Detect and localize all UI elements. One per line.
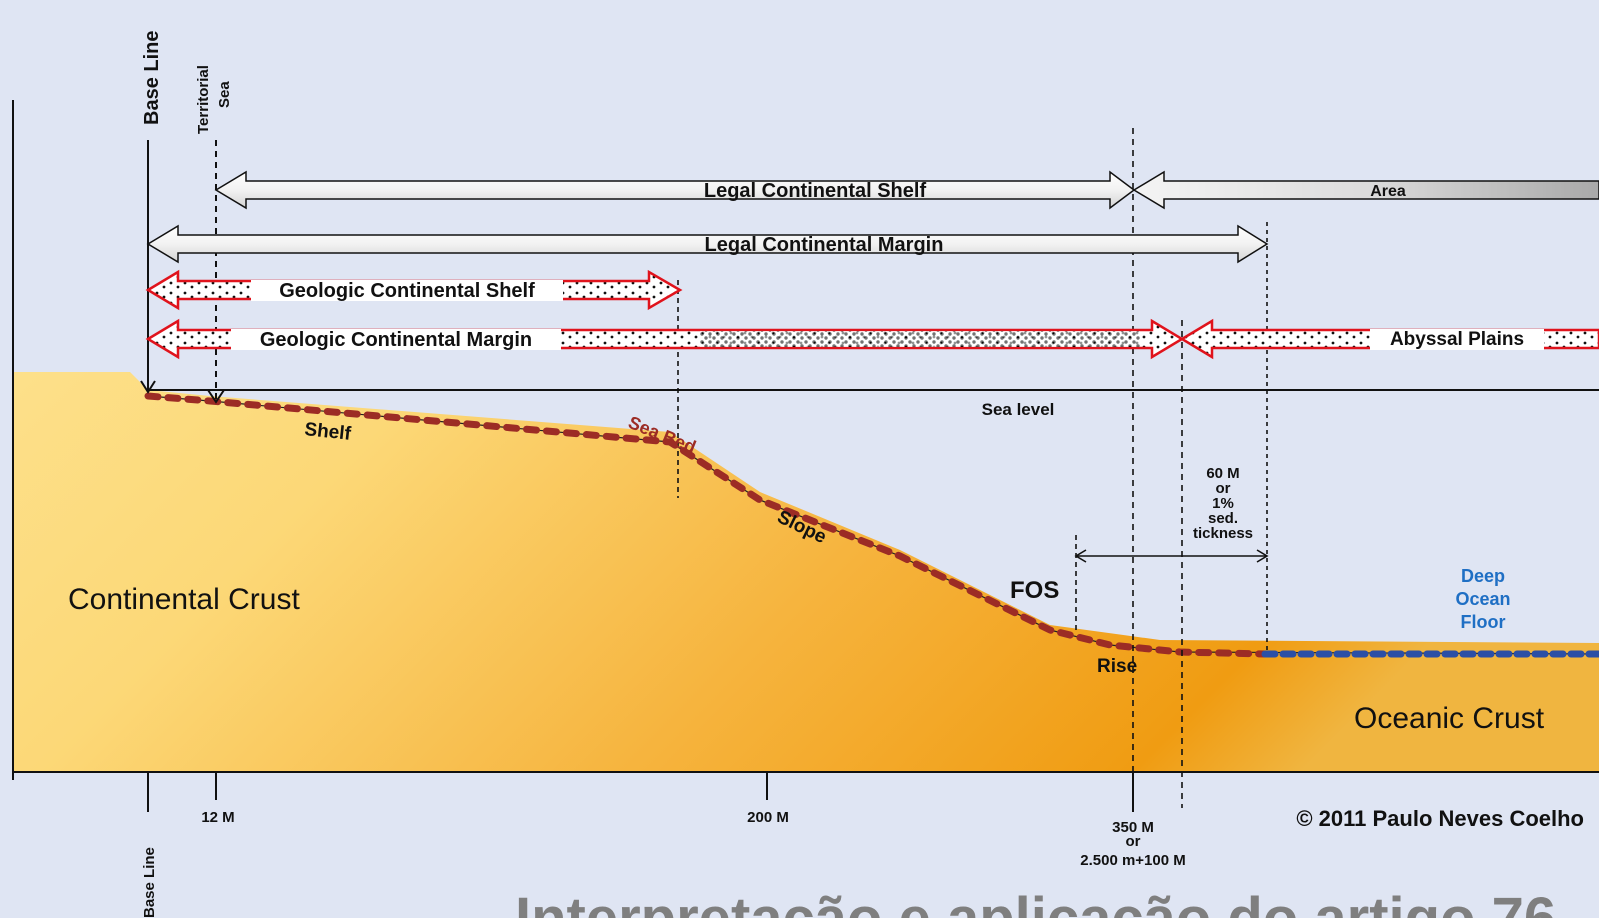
geologic-margin-label-bg	[231, 329, 561, 350]
legal-continental-shelf-arrow	[214, 170, 1136, 210]
deep-ocean-line: Floor	[1461, 612, 1506, 632]
copyright-label: © 2011 Paulo Neves Coelho	[1296, 806, 1584, 831]
legal-continental-shelf-label: Legal Continental Shelf	[704, 180, 927, 202]
rise-label: Rise	[1097, 656, 1137, 677]
legal-continental-margin-arrow	[146, 224, 1269, 264]
margin-dense-dots	[700, 331, 1140, 347]
area-label: Area	[1370, 183, 1406, 200]
base-line-arrowhead	[140, 380, 156, 394]
geologic-continental-margin-label: Geologic Continental Margin	[260, 329, 532, 351]
sixty-m-line: tickness	[1193, 525, 1253, 542]
sixty-m-line: sed.	[1208, 510, 1238, 527]
seabed-red-dashes	[144, 392, 1269, 658]
abyssal-plains-label: Abyssal Plains	[1390, 329, 1524, 350]
territorial-label-line2: Sea	[216, 81, 233, 108]
crust-fill	[12, 372, 1599, 772]
tick-350-line: 2.500 m+100 M	[1080, 852, 1186, 869]
territorial-arrowhead	[207, 389, 225, 404]
geologic-continental-shelf-label: Geologic Continental Shelf	[279, 280, 535, 302]
deep-ocean-line: Ocean	[1455, 589, 1510, 609]
legal-continental-margin-label: Legal Continental Margin	[705, 234, 944, 256]
sea-level-label: Sea level	[982, 400, 1055, 419]
tick-350m-label: 350 M or 2.500 m+100 M	[1080, 819, 1186, 869]
sixty-m-note: 60 M or 1% sed. tickness	[1193, 465, 1253, 542]
fos-label: FOS	[1010, 577, 1059, 604]
tick-350-line: or	[1126, 833, 1141, 850]
deep-ocean-floor-label: Deep Ocean Floor	[1455, 566, 1510, 632]
geologic-shelf-label-bg	[251, 280, 563, 301]
bottom-cut-title: Interpretação e aplicação do artigo 76	[515, 886, 1556, 918]
sixty-m-line: or	[1216, 480, 1231, 497]
tick-12m-label: 12 M	[201, 809, 234, 826]
sixty-m-line: 1%	[1212, 495, 1234, 512]
territorial-label-line1: Territorial	[195, 65, 212, 134]
deep-ocean-line: Deep	[1461, 566, 1505, 586]
shelf-label: Shelf	[303, 419, 352, 445]
continental-crust-label: Continental Crust	[68, 583, 300, 616]
tick-200m-label: 200 M	[747, 809, 789, 826]
sixty-m-line: 60 M	[1206, 465, 1239, 482]
tick-350-line: 350 M	[1112, 819, 1154, 836]
fos-measure-right-head	[1256, 549, 1269, 563]
abyssal-label-bg	[1370, 329, 1544, 350]
area-arrow	[1132, 170, 1599, 210]
base-line-top-label: Base Line	[141, 31, 163, 125]
base-line-bottom-label: Base Line	[141, 847, 158, 918]
fos-measure-left-head	[1074, 549, 1087, 563]
oceanic-crust-label: Oceanic Crust	[1354, 702, 1545, 735]
